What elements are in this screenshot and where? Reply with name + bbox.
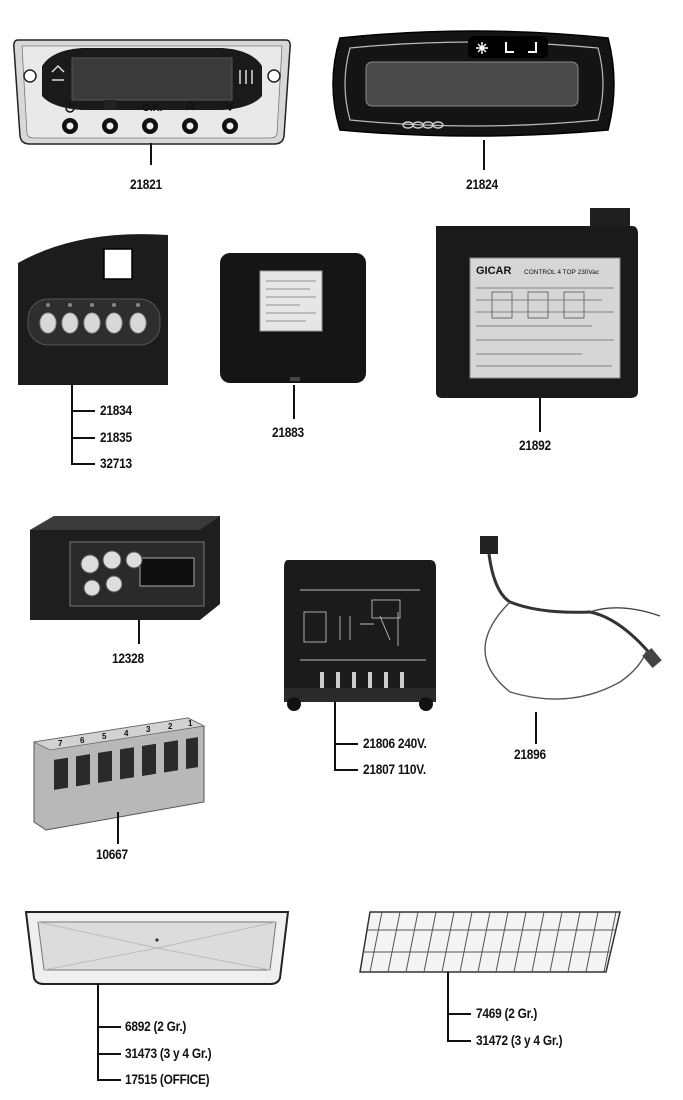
leader-line bbox=[535, 712, 537, 744]
part-code-21834: 21834 bbox=[100, 402, 132, 418]
leader-line bbox=[117, 812, 119, 844]
gicar-brand-label: GICAR bbox=[476, 265, 512, 277]
leader-tick bbox=[71, 463, 95, 465]
part-code-21806: 21806 240V. bbox=[363, 735, 427, 751]
leader-line bbox=[539, 398, 541, 432]
leader-tick bbox=[97, 1053, 121, 1055]
part-code-32713: 32713 bbox=[100, 455, 132, 471]
terminal-block-10667-image: 7 6 5 4 3 2 1 bbox=[32, 717, 206, 831]
leader-line bbox=[138, 620, 140, 644]
part-code-12328: 12328 bbox=[112, 650, 144, 666]
part-code-21835: 21835 bbox=[100, 429, 132, 445]
leader-tick bbox=[334, 743, 358, 745]
terminal-number-4: 4 bbox=[124, 729, 129, 738]
control-box-21883-image bbox=[220, 253, 366, 383]
control-panel-21821-image: O.K. bbox=[13, 39, 291, 145]
part-code-31473: 31473 (3 y 4 Gr.) bbox=[125, 1045, 212, 1061]
button-panel-21834-image bbox=[18, 234, 168, 385]
terminal-number-7: 7 bbox=[58, 739, 63, 748]
leader-tick bbox=[447, 1040, 471, 1042]
part-code-21883: 21883 bbox=[272, 424, 304, 440]
leader-line bbox=[334, 702, 336, 770]
leader-tick bbox=[71, 437, 95, 439]
leader-line bbox=[483, 140, 485, 170]
leader-tick bbox=[447, 1013, 471, 1015]
leader-tick bbox=[71, 410, 95, 412]
drip-tray-6892-image bbox=[24, 911, 290, 985]
ok-button-label: O.K. bbox=[142, 103, 163, 114]
part-code-17515: 17515 (OFFICE) bbox=[125, 1071, 210, 1087]
part-code-31472: 31472 (3 y 4 Gr.) bbox=[476, 1032, 563, 1048]
leader-line bbox=[293, 385, 295, 419]
sensor-cable-21896-image bbox=[480, 536, 662, 700]
part-code-21821: 21821 bbox=[130, 176, 162, 192]
gicar-control-box-21892-image: GICAR CONTROL 4 TOP 230Vac bbox=[436, 208, 638, 398]
terminal-number-1: 1 bbox=[188, 719, 193, 728]
terminal-number-2: 2 bbox=[168, 722, 173, 731]
terminal-number-5: 5 bbox=[102, 732, 107, 741]
drip-grille-7469-image bbox=[359, 911, 621, 973]
part-code-7469: 7469 (2 Gr.) bbox=[476, 1005, 538, 1021]
leader-tick bbox=[97, 1026, 121, 1028]
leader-tick bbox=[97, 1079, 121, 1081]
display-21824-image bbox=[332, 30, 615, 137]
part-code-10667: 10667 bbox=[96, 846, 128, 862]
part-code-6892: 6892 (2 Gr.) bbox=[125, 1018, 187, 1034]
terminal-number-6: 6 bbox=[80, 736, 85, 745]
part-code-21896: 21896 bbox=[514, 746, 546, 762]
part-code-21892: 21892 bbox=[519, 437, 551, 453]
terminal-number-3: 3 bbox=[146, 725, 151, 734]
leader-line bbox=[71, 385, 73, 463]
keypad-box-12328-image bbox=[30, 516, 220, 620]
part-code-21807: 21807 110V. bbox=[363, 761, 426, 777]
leader-tick bbox=[334, 769, 358, 771]
leader-line bbox=[97, 984, 99, 1080]
leader-line bbox=[447, 972, 449, 1040]
controller-21806-image bbox=[284, 560, 436, 711]
leader-line bbox=[150, 143, 152, 165]
part-code-21824: 21824 bbox=[466, 176, 498, 192]
gicar-model-label: CONTROL 4 TOP 230Vac bbox=[524, 269, 600, 276]
